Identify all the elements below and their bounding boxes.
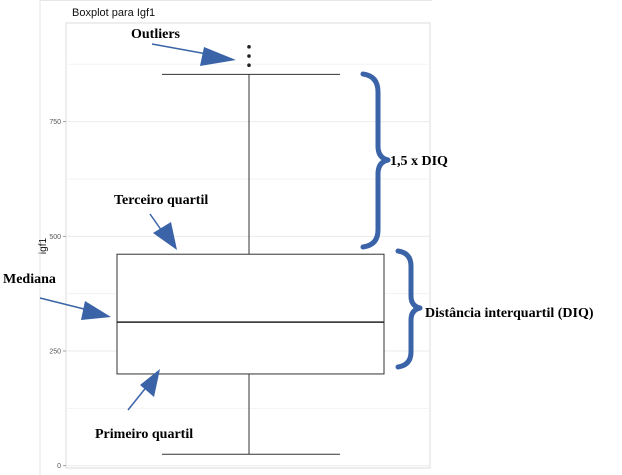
annotation-q1-label: Primeiro quartil (95, 427, 193, 442)
chart-title: Boxplot para Igf1 (72, 7, 155, 19)
plot-panel (65, 22, 431, 469)
annotation-arrow-median (39, 297, 111, 320)
annotation-median-label: Mediana (3, 272, 56, 287)
y-tick-label: 500 (49, 234, 61, 241)
outlier-point (247, 45, 251, 49)
annotation-arrow-q1 (127, 369, 160, 411)
y-tick-label: 250 (49, 349, 61, 356)
y-tick-label: 750 (49, 119, 61, 126)
annotation-q3-label: Terceiro quartil (114, 193, 208, 208)
annotation-iqr-label: Distância interquartil (DIQ) (425, 306, 594, 321)
y-tick-label: 0 (57, 463, 61, 470)
brace-whisker-range (360, 71, 391, 250)
annotation-outliers-label: Outliers (131, 27, 181, 42)
annotation-arrow-outliers (151, 43, 236, 66)
brace-iqr (395, 248, 423, 370)
boxplot-series (116, 45, 385, 455)
y-axis-title: igf1 (38, 238, 49, 255)
iqr-box (116, 253, 385, 375)
y-axis: 0 250 500 750 (49, 119, 66, 470)
annotation-arrow-q3 (149, 213, 177, 250)
panel-border (65, 22, 431, 469)
outlier-point (247, 63, 251, 68)
annotation-whisker-range-label: 1,5 x DIQ (390, 154, 448, 169)
outlier-point (247, 54, 251, 58)
